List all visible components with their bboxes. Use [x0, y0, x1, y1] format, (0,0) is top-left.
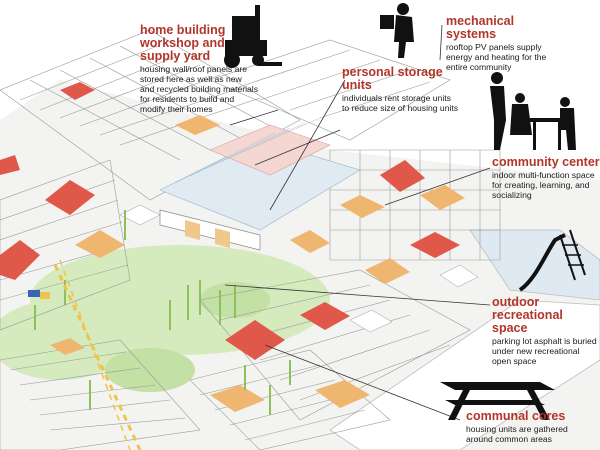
callout-cores: communal cores housing units are gathere…: [466, 409, 596, 445]
callout-title: mechanical systems: [446, 14, 515, 41]
blue-accent: [28, 290, 40, 297]
callout-title: home building workshop and supply yard: [140, 23, 226, 63]
orange-roofs: [50, 115, 465, 412]
callout-title: community center: [492, 155, 600, 169]
callout-mechanical: mechanical systems rooftop PV panels sup…: [446, 14, 556, 73]
path-stripes: [53, 264, 142, 450]
callout-description: housing units are gathered around common…: [466, 424, 568, 444]
people-at-table-icon: [490, 72, 576, 150]
green-space: [105, 348, 195, 392]
callout-community: community center indoor multi-function s…: [492, 155, 600, 201]
callout-description: individuals rent storage units to reduce…: [342, 93, 459, 113]
picnic-table-icon: [440, 382, 555, 420]
callout-title: communal cores: [466, 409, 566, 423]
road: [329, 299, 600, 450]
light-roofs: [119, 204, 479, 333]
callout-title: personal storage units: [342, 65, 443, 92]
callout-description: parking lot asphalt is buried under new …: [492, 336, 597, 366]
callout-description: housing wall/roof panels are stored here…: [140, 64, 258, 114]
leader-lines: [224, 24, 491, 421]
callout-description: indoor multi-function space for creating…: [492, 170, 595, 200]
callout-description: rooftop PV panels supply energy and heat…: [446, 42, 547, 72]
trees: [34, 210, 291, 415]
callout-workshop: home building workshop and supply yard h…: [140, 23, 258, 115]
storage-building: [185, 220, 200, 240]
yellow-accent: [40, 292, 50, 299]
storage-building: [215, 228, 230, 248]
path-stripes: [59, 259, 131, 450]
pv-panel-array: [209, 124, 331, 176]
forklift-icon: [224, 5, 282, 68]
callout-storage: personal storage units individuals rent …: [342, 65, 460, 114]
road: [469, 229, 600, 301]
callout-title: outdoor recreational space: [492, 295, 563, 335]
red-roofs: [0, 82, 460, 360]
callout-recreation: outdoor recreational space parking lot a…: [492, 295, 600, 367]
slide-icon: [518, 229, 586, 292]
worker-carrying-box-icon: [380, 3, 414, 58]
pv-panel-lines: [174, 117, 321, 184]
